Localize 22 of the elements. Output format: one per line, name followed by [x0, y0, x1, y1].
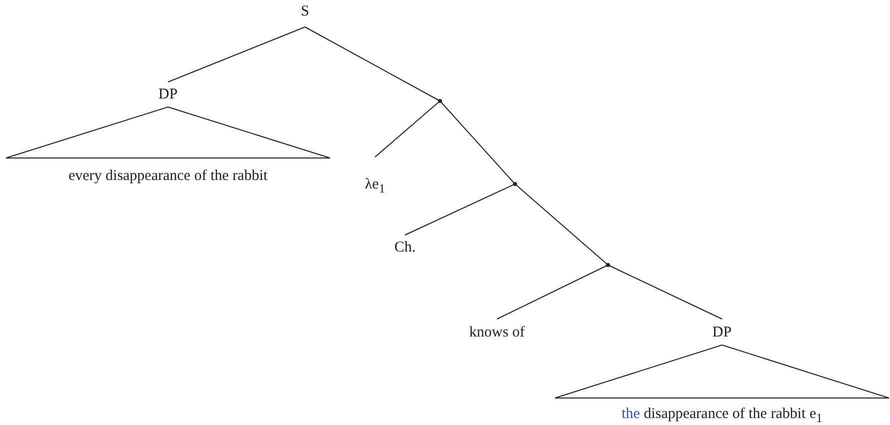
tree-branch: [374, 100, 440, 158]
triangle-constituent: [6, 107, 330, 184]
leaf-text: disappearance of the rabbit e$_{1}$: [644, 406, 822, 422]
tree-branch: [440, 100, 516, 184]
node-label: S: [300, 4, 310, 20]
leaf-text: every disappearance of the rabbit: [68, 168, 268, 184]
branch-point: [513, 182, 517, 186]
node-label: Ch.: [394, 240, 416, 256]
tree-branch: [608, 264, 722, 320]
tree-branch: [496, 264, 608, 320]
node-label: λe$_{1}$: [364, 177, 386, 195]
node-label: DP: [712, 326, 732, 340]
branch-point: [438, 99, 442, 103]
node-label: knows of: [469, 326, 525, 340]
leaf-text: the: [622, 406, 640, 422]
branch-point: [606, 263, 610, 267]
tree-branch: [514, 184, 608, 266]
node-label: DP: [158, 88, 178, 102]
tree-branch: [168, 26, 306, 82]
tree-branch: [304, 26, 440, 102]
tree-branch: [404, 184, 516, 236]
triangle-constituent: [555, 345, 889, 424]
